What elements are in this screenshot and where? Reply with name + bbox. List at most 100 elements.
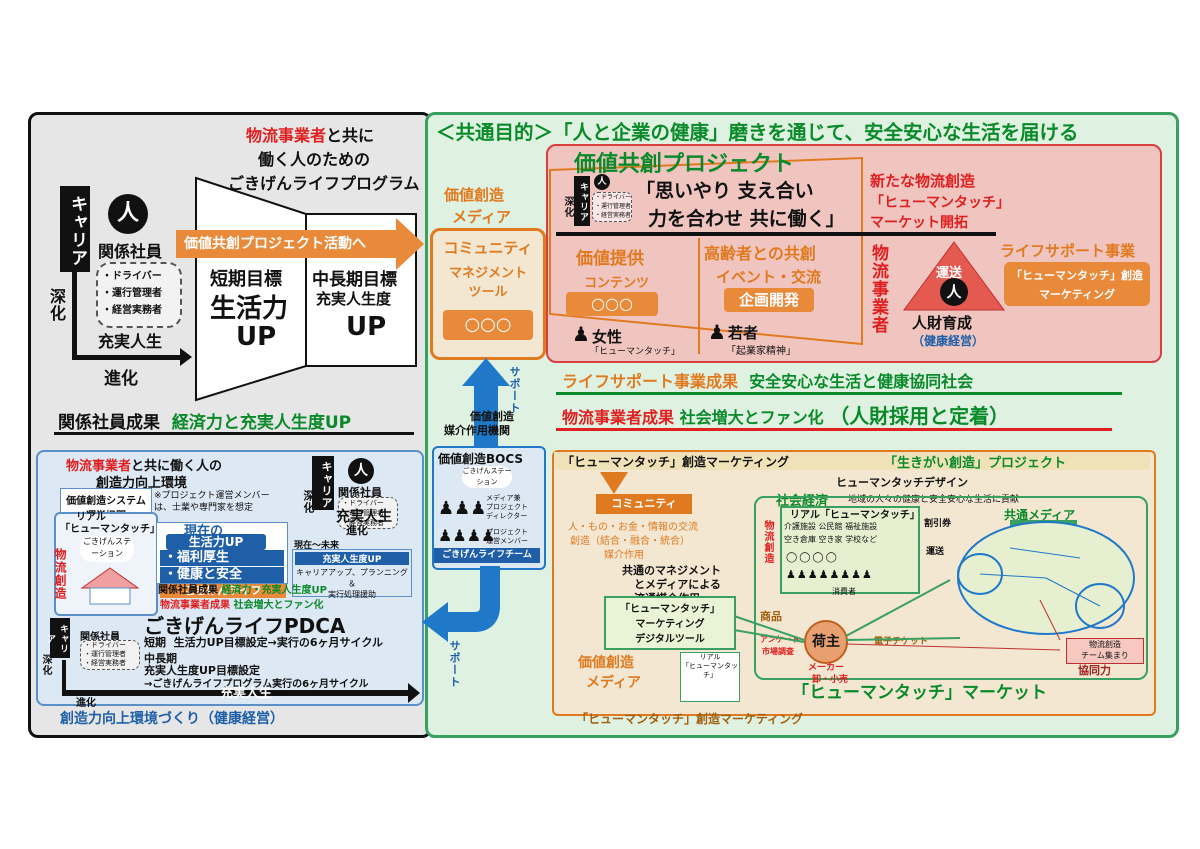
fulfillment-up: UP [346, 312, 387, 342]
pdca-fulfilling-life: 充実人生 [220, 686, 273, 701]
station-badge: ごきげんステーション [80, 536, 134, 562]
person-icon: 人 [108, 194, 148, 234]
life-power-up: UP [236, 322, 277, 352]
operator-note: ※プロジェクト運営メンバーは、士業や専門家を想定 [154, 491, 270, 513]
pdca-evolve-axis [62, 690, 412, 696]
env-roles-box: ・ドライバー・運行管理者・経営実務者 [338, 497, 398, 529]
pdca-related-staff: 関係社員 [80, 632, 120, 643]
short-term-label: 短期目標 [210, 269, 282, 290]
staff-result-underline [54, 432, 414, 435]
real-label: リアル [76, 512, 106, 523]
role-management: ・経営実務者 [102, 305, 162, 316]
pdca-mid: 中長期 [144, 652, 177, 665]
contents-button[interactable]: ○○○ [566, 292, 658, 316]
survey-2: 市場調査 [762, 647, 794, 656]
marketing-header-left: 「ヒューマンタッチ」創造マーケティング [562, 455, 790, 469]
social-economy-region [754, 496, 1148, 680]
product-label: 商品 [760, 610, 782, 623]
project-person-icon: 人 [594, 174, 610, 190]
pdca-mid-desc-1: 充実人生度UP目標設定 [144, 664, 260, 677]
flow-line-3: 媒介作用 [604, 550, 644, 561]
market-logistics-vertical: 物流創造 [762, 520, 773, 564]
value-cocreation-project-box [546, 144, 1162, 363]
env-title-line2: 創造力向上環境 [96, 476, 188, 491]
community-tool-box: コミュニティ マネジメント ツール ○○○ [430, 228, 546, 360]
shared-media-label: 共通メディア [1004, 508, 1076, 522]
social-economy-desc: 地域の人々の健康と安全安心な生活に貢献 [848, 495, 1020, 505]
community-tool-button[interactable]: ○○○ [443, 310, 533, 340]
life-support-underline [556, 392, 1122, 395]
media-director: メディア兼プロジェクトディレクター [486, 494, 528, 520]
evolve-arrow-head [180, 348, 192, 366]
flow-line-1: 人・もの・お金・情報の交流 [568, 522, 698, 533]
value-offer-label: 価値提供 [576, 249, 644, 269]
elderly-cocreation-label: 高齢者との共創 [704, 244, 816, 263]
shipper-node: 荷主 [804, 620, 848, 664]
life-up-pill: 生活力UP [166, 534, 266, 550]
new-logistics-label: 新たな物流創造 [870, 172, 976, 190]
real-hm-small-box: リアル 「ヒューマンタッチ」 [680, 652, 740, 702]
env-staff-result: 関係社員成果 経済力・充実人生度UP [158, 585, 327, 596]
project-arrow-head [396, 218, 424, 270]
pdca-deepen: 深化 [40, 654, 51, 676]
slogan-line1: 「思いやり 支え合い [636, 180, 814, 202]
support-up-label: サポート [508, 366, 521, 414]
community-down-arrow [600, 472, 628, 494]
marketing-header-right: 「生きがい創造」プロジェクト [884, 456, 1067, 471]
common-goal-heading-top: ＜共通目的＞「人と企業の健康」磨きを通じて、安全安心な生活を届ける [436, 121, 1079, 144]
project-deepen: 深化 [562, 196, 573, 218]
mediator-label-2: 媒介作用機関 [444, 424, 510, 437]
real-hm-facilities-title: リアル「ヒューマンタッチ」 [790, 510, 920, 521]
roles-box: ・ドライバー ・運行管理者 ・経営実務者 [96, 262, 182, 328]
evolve-label: 進化 [104, 369, 138, 389]
hm-design-label: ヒューマンタッチデザイン [836, 476, 968, 489]
left-title-line3: ごきげんライフプログラム [228, 174, 420, 193]
real-hm-label: 「ヒューマンタッチ」 [60, 524, 160, 535]
cooperation-label: 協同力 [1078, 664, 1111, 677]
station-row: ◯◯◯◯ [786, 552, 839, 563]
role-driver: ・ドライバー [102, 271, 162, 282]
planning-dev-button[interactable]: 企画開発 [724, 288, 814, 312]
related-staff-label: 関係社員 [98, 242, 163, 261]
env-logistics-result: 物流事業者成果 社会増大とファン化 [160, 600, 324, 611]
support-up-head [462, 358, 510, 386]
wholesale-label: 卸・小売 [812, 675, 849, 685]
hm-create-marketing-box: 「ヒューマンタッチ」創造 マーケティング [1004, 262, 1150, 306]
market-community-box: コミュニティ [596, 494, 692, 514]
survey-1: アンケート [760, 635, 800, 644]
youth-icon: ♟ [708, 320, 726, 344]
mgmt-media-1: 共通のマネジメント [622, 564, 721, 577]
marketing-header-band [554, 452, 1150, 470]
team-gather-box: 物流創造チーム集まり [1066, 638, 1144, 664]
staff-result: 関係社員成果 経済力と充実人生度UP [58, 413, 352, 433]
pdca-evolve-label: 進化 [76, 698, 96, 709]
e-ticket-label: 電子チケット [874, 637, 929, 647]
career-label: キャリア [60, 186, 90, 272]
health-safety-item: ・健康と安全 [160, 567, 284, 583]
project-column-divider [698, 238, 700, 354]
project-roles-box: ・ドライバー・運行管理者・経営実務者 [592, 192, 632, 222]
life-power-label: 生活力 [210, 294, 289, 324]
fulfillment-degree-label: 充実人生度 [316, 290, 392, 308]
pdca-career-label: キャリア [45, 618, 70, 658]
bocs-station: ごきげんステーション [462, 466, 512, 488]
market-value-media-2: メディア [586, 675, 642, 691]
project-arrow-banner: 価値共創プロジェクト活動へ [176, 230, 398, 258]
present-future-label: 現在～未来 [294, 541, 340, 551]
env-deepen: 深化 [302, 490, 315, 514]
discount-ticket-label: 割引券 [924, 519, 952, 529]
flow-line-2: 創造（結合・融合・統合） [570, 536, 690, 547]
community-network [957, 521, 1135, 635]
gokigen-team-label: ごきげんライフチーム [434, 548, 540, 563]
transport-triangle [903, 241, 1005, 311]
role-operations-manager: ・運行管理者 [102, 288, 162, 299]
support-down-label: サポート [448, 640, 461, 688]
left-title-line1: 物流事業者と共に [246, 126, 375, 145]
transport-ticket-label: 運送 [926, 547, 945, 557]
event-exchange-label: イベント・交流 [716, 268, 822, 286]
value-media-2: メディア [452, 208, 511, 226]
mediator-label-1: 価値創造 [470, 410, 514, 423]
pdca-evolve-arrow [408, 683, 420, 703]
env-career-label: キャリア [312, 456, 334, 510]
project-career-label: キャリア [574, 176, 590, 226]
